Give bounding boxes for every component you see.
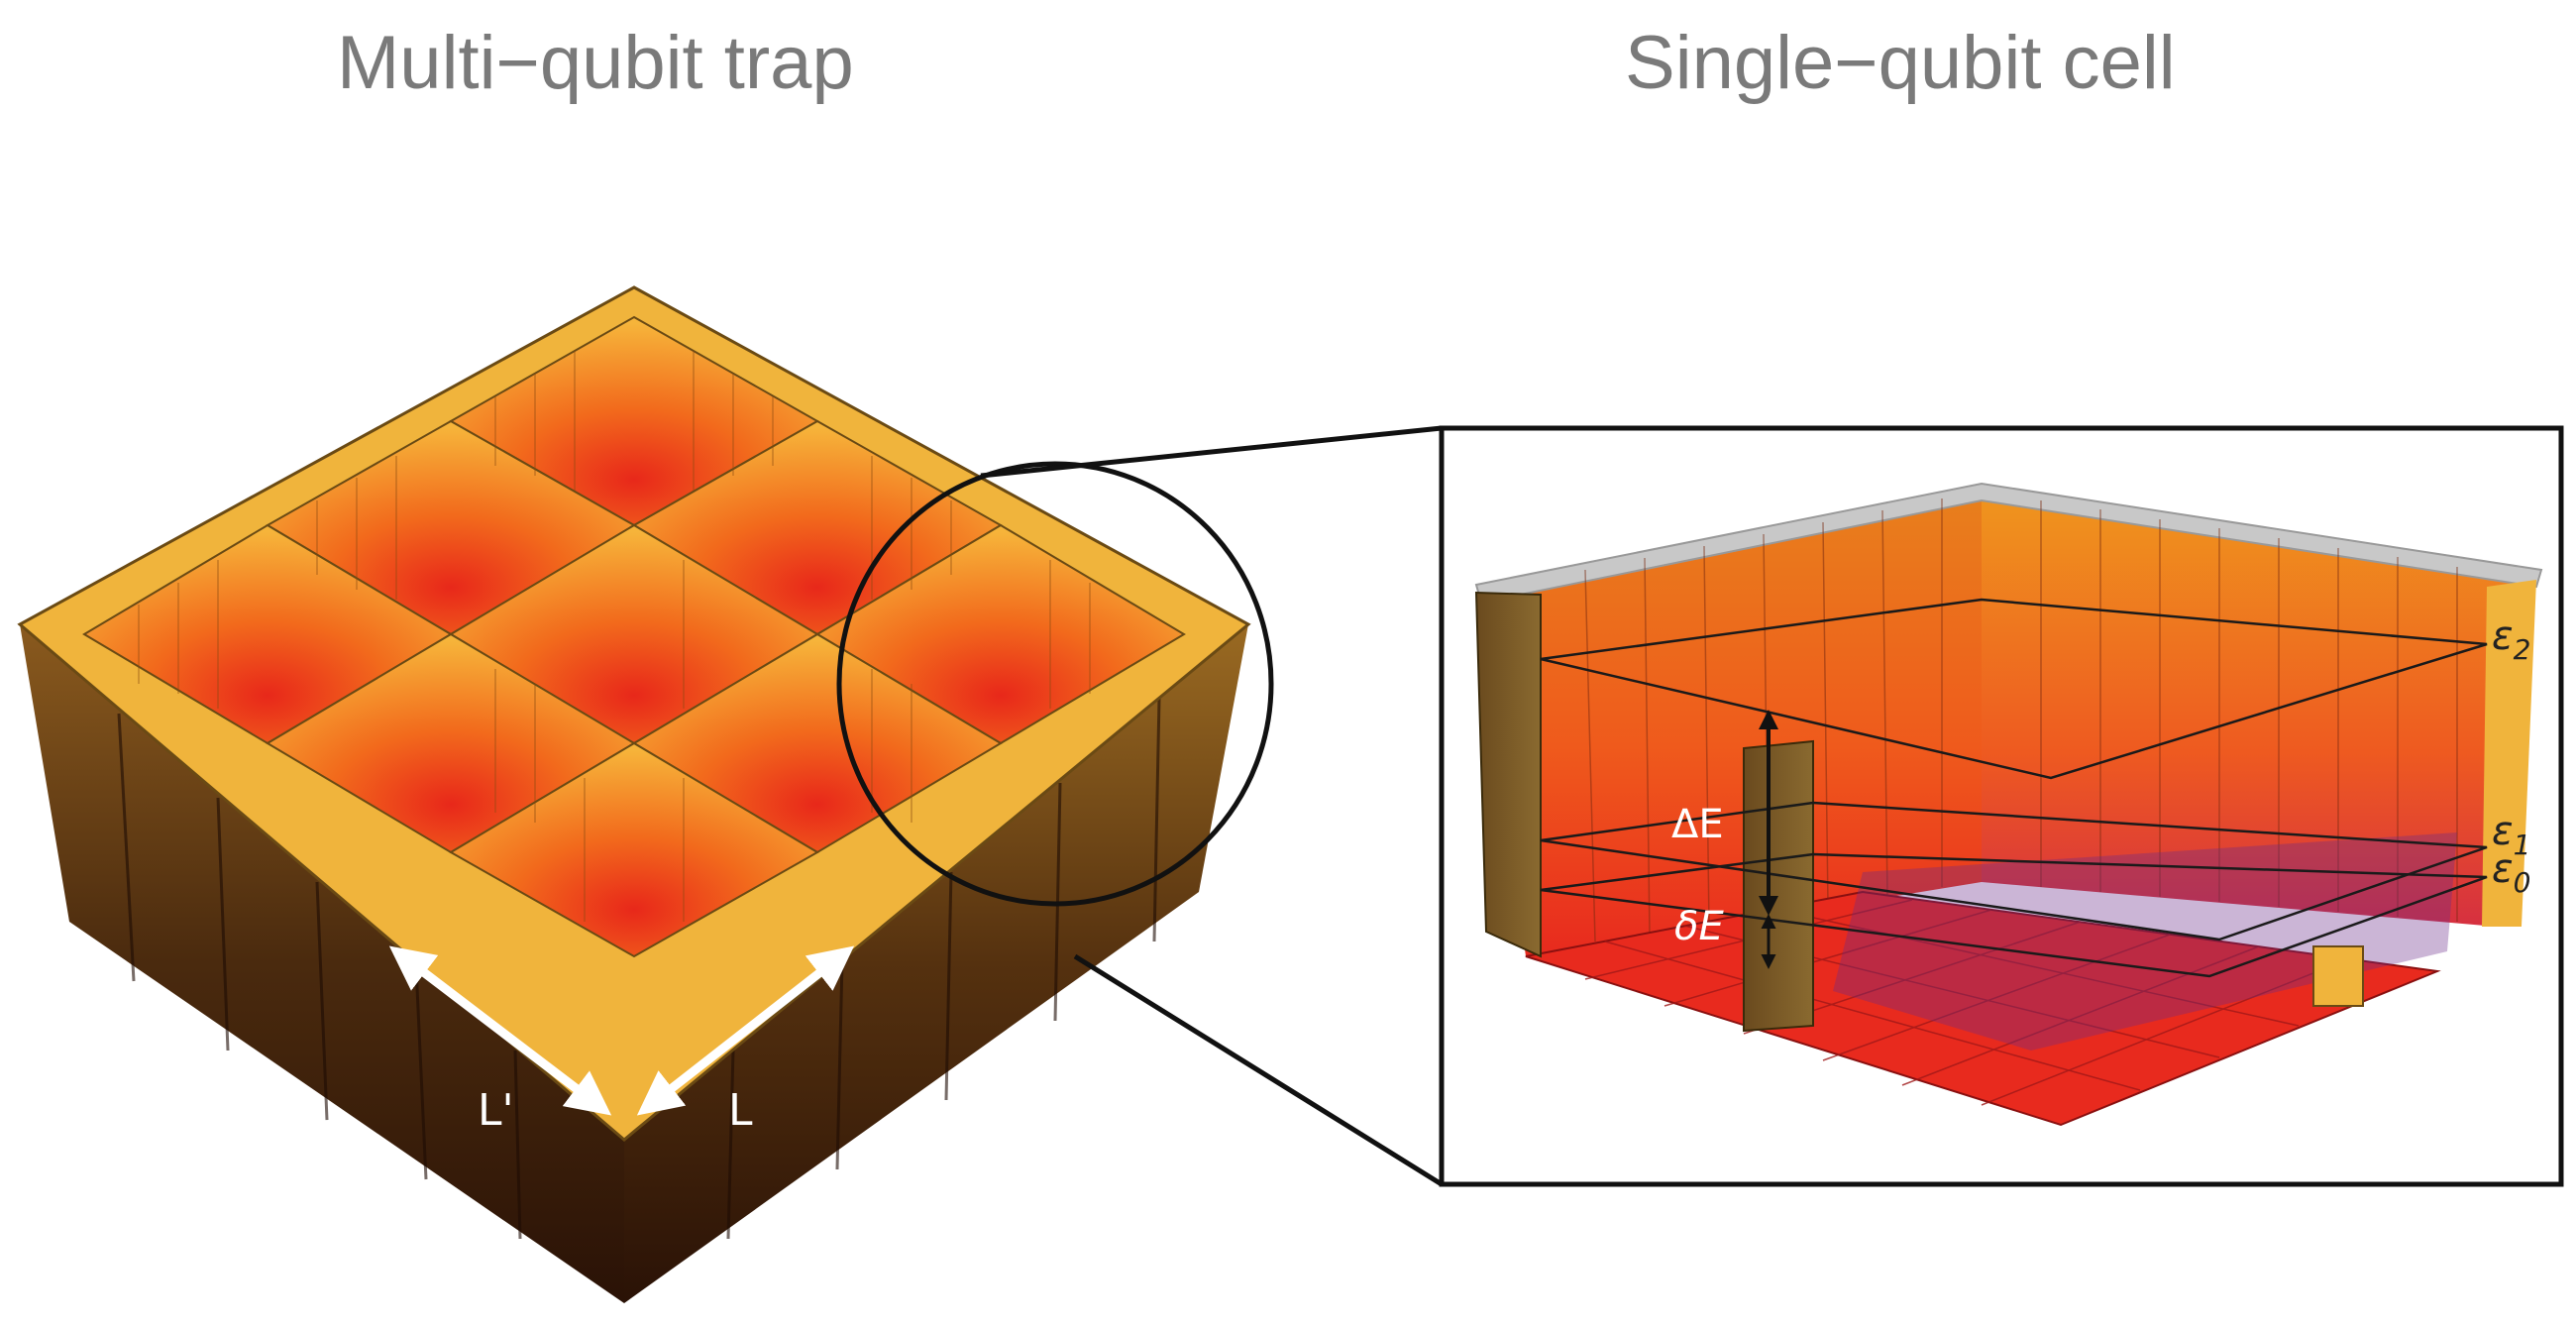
cell-ground-state-region	[1833, 832, 2457, 1051]
cell-wall-striations	[1584, 498, 2458, 942]
cell-floor-grid	[1584, 899, 2349, 1106]
single-qubit-cell: ΔE δE ε2 ε1 ε0	[1439, 425, 2564, 1187]
cell-barrier	[1743, 739, 1814, 1033]
trap-dimension-arrows: L' L	[388, 945, 855, 1136]
cell-left-wall	[1474, 591, 1542, 958]
level-plane-1	[1540, 801, 2488, 941]
cell-right-edge	[2482, 580, 2536, 927]
well	[449, 741, 819, 958]
label-epsilon-1: ε1	[2492, 809, 2530, 861]
l-prime-arrow	[388, 945, 612, 1116]
title-multi-qubit-trap: Multi−qubit trap	[337, 21, 854, 105]
trap-wells	[82, 315, 1186, 958]
title-single-qubit-cell: Single−qubit cell	[1625, 21, 2176, 105]
energy-gap-arrows: ΔE δE	[1671, 710, 1778, 969]
label-small-delta-e: δE	[1674, 904, 1724, 949]
trap-side-right	[624, 624, 1248, 1303]
label-epsilon-2: ε2	[2492, 613, 2530, 666]
cell-small-block	[2312, 945, 2364, 1007]
label-l-prime: L'	[478, 1085, 514, 1136]
level-labels: ε2 ε1 ε0	[2492, 613, 2530, 899]
label-epsilon-0: ε0	[2492, 846, 2530, 899]
zoom-circle-icon	[836, 461, 1274, 907]
zoom-connector-top	[980, 425, 1443, 479]
l-arrow	[636, 945, 855, 1116]
cell-back-wall-left	[1476, 491, 1982, 956]
trap-side-left	[20, 624, 624, 1303]
level-plane-2	[1540, 598, 2488, 780]
zoom-connector-bottom	[1073, 953, 1444, 1187]
label-delta-e: ΔE	[1671, 802, 1724, 847]
label-l: L	[728, 1085, 753, 1136]
level-plane-0	[1540, 852, 2488, 978]
trap-wall-striations	[138, 351, 1091, 922]
multi-qubit-trap: L' L	[17, 285, 1444, 1303]
energy-level-planes	[1540, 598, 2488, 978]
